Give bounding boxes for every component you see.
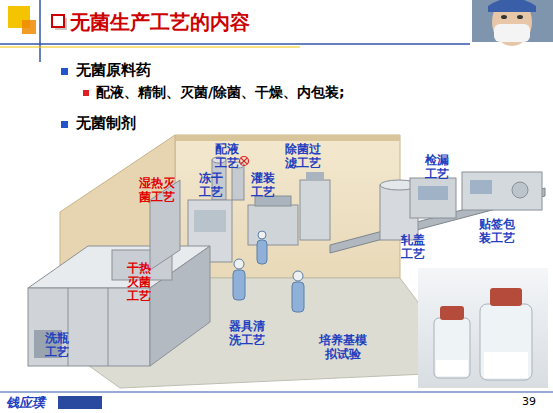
process-label: 冻干工艺 xyxy=(198,172,224,200)
process-label: 器具清洗工艺 xyxy=(228,320,266,348)
cross-symbol xyxy=(240,157,249,166)
process-label: 轧盖工艺 xyxy=(400,234,426,262)
author-logo: 钱应璞 xyxy=(6,394,45,412)
bullet-square xyxy=(61,121,68,128)
bullet-text: 无菌原料药 xyxy=(76,61,151,80)
slide-title: 无菌生产工艺的内容 xyxy=(70,9,250,36)
bullet-square xyxy=(83,90,89,96)
process-label: 干热灭菌工艺 xyxy=(126,262,152,303)
corner-decoration xyxy=(0,0,470,62)
process-label: 除菌过滤工艺 xyxy=(284,143,322,171)
process-label: 贴签包装工艺 xyxy=(478,218,516,246)
bullet-text: 无菌制剂 xyxy=(76,114,136,133)
sub-bullet-text: 配液、精制、灭菌/除菌、干燥、内包装; xyxy=(96,84,345,102)
process-label: 洗瓶工艺 xyxy=(44,332,70,360)
process-label: 湿热灭菌工艺 xyxy=(138,177,176,205)
title-bullet xyxy=(52,15,67,30)
process-label: 培养基模拟试验 xyxy=(318,334,368,362)
bullet-square xyxy=(61,68,68,75)
worker-photo xyxy=(472,0,553,46)
page-number: 39 xyxy=(522,395,536,408)
process-label: 检漏工艺 xyxy=(424,154,450,182)
process-label: 灌装工艺 xyxy=(250,172,276,200)
vials-photo xyxy=(418,268,548,388)
production-line xyxy=(28,135,545,388)
logo-box xyxy=(58,396,102,409)
process-label: 配液工艺 xyxy=(214,143,240,171)
footer-rule xyxy=(0,392,553,393)
